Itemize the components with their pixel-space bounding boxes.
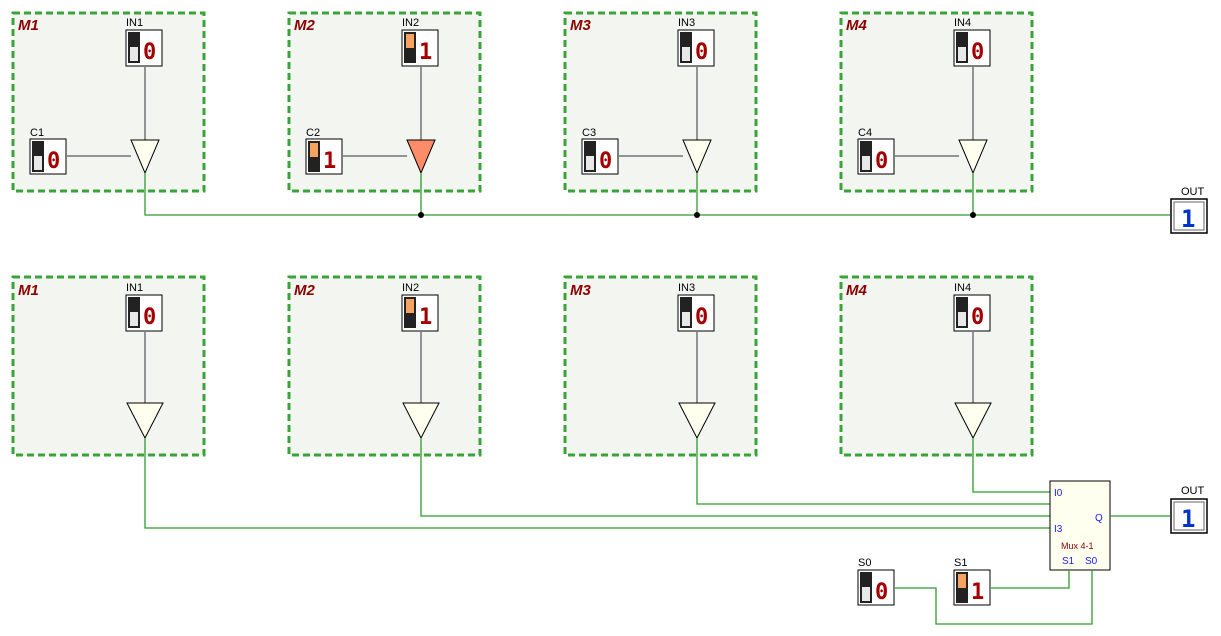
mux-input-wires — [144, 438, 1050, 529]
input-label: IN2 — [402, 17, 419, 29]
switch-value: 1 — [419, 305, 432, 330]
selector-switch-s0[interactable]: 0 — [857, 569, 895, 606]
switch-value: 0 — [599, 149, 612, 174]
mux-pin-s0: S0 — [1085, 556, 1098, 567]
control-switch-c3[interactable]: 0 — [581, 138, 619, 175]
tristate-buffer-active — [406, 139, 436, 175]
bus-wire — [144, 173, 1170, 216]
switch-value: 1 — [971, 580, 984, 605]
tristate-buffer — [130, 139, 160, 175]
module-title: M3 — [570, 17, 591, 34]
input-label: IN4 — [954, 17, 971, 29]
module-title: M1 — [18, 17, 39, 34]
output-value: 1 — [1181, 205, 1195, 233]
mux-pin-i0: I0 — [1054, 488, 1063, 499]
tristate-buffer — [682, 139, 712, 175]
wire-i1 — [696, 438, 1050, 505]
junction-dot — [970, 212, 976, 218]
top-module-m2: M2 IN2 1 C2 1 — [287, 11, 482, 193]
wire-i2 — [420, 438, 1050, 517]
selector-label-s1: S1 — [954, 557, 967, 569]
top-bus — [144, 173, 1170, 218]
module-title: M2 — [294, 17, 315, 34]
mux-4-1[interactable]: I0 I3 Q Mux 4-1 S1 S0 — [1049, 480, 1111, 571]
switch-value: 0 — [971, 305, 984, 330]
control-switch-c2[interactable]: 1 — [305, 138, 343, 175]
wire-i0 — [972, 438, 1050, 493]
buffer — [954, 402, 992, 440]
input-switch-in2[interactable]: 1 — [401, 294, 439, 332]
module-title: M4 — [846, 282, 867, 299]
bottom-module-m4: M4 IN4 0 — [839, 275, 1034, 457]
mux-pin-s1: S1 — [1062, 556, 1075, 567]
control-switch-c1[interactable]: 0 — [29, 138, 67, 175]
junction-dot — [418, 212, 424, 218]
top-module-m1: M1 IN1 0 C1 0 — [11, 11, 206, 193]
input-label: IN3 — [678, 282, 695, 294]
buffer — [402, 402, 440, 440]
top-module-m3: M3 IN3 0 C3 0 — [563, 11, 758, 193]
module-frame — [563, 275, 758, 457]
module-title: M4 — [846, 17, 867, 34]
module-title: M3 — [570, 282, 591, 299]
bottom-module-m2: M2 IN2 1 — [287, 275, 482, 457]
input-label: IN2 — [402, 282, 419, 294]
switch-value: 0 — [695, 40, 708, 65]
buffer — [126, 402, 164, 440]
switch-value: 0 — [875, 149, 888, 174]
switch-value: 0 — [143, 40, 156, 65]
wire-i3 — [144, 438, 1050, 529]
mux-title: Mux 4-1 — [1061, 541, 1094, 551]
top-module-m4: M4 IN4 0 C4 0 — [839, 11, 1034, 193]
switch-value: 0 — [875, 580, 888, 605]
mux-pin-q: Q — [1095, 513, 1103, 524]
output-value: 1 — [1181, 505, 1195, 533]
top-circuit: M1 IN1 0 C1 0 M2 IN2 — [11, 11, 1208, 234]
input-switch-in3[interactable]: 0 — [677, 294, 715, 332]
switch-value: 0 — [143, 305, 156, 330]
input-switch-in3[interactable]: 0 — [677, 29, 715, 67]
module-frame — [11, 275, 206, 457]
wire-s0 — [895, 570, 1093, 625]
module-title: M2 — [294, 282, 315, 299]
switch-value: 1 — [419, 40, 432, 65]
input-label: IN4 — [954, 282, 971, 294]
output-label: OUT — [1181, 485, 1205, 497]
bottom-circuit: M1 IN1 0 M2 IN2 1 — [11, 275, 1208, 625]
module-title: M1 — [18, 282, 39, 299]
output-display-bottom: 1 — [1170, 498, 1208, 534]
input-switch-in4[interactable]: 0 — [953, 29, 991, 67]
control-label: C2 — [306, 127, 320, 139]
switch-value: 1 — [323, 149, 336, 174]
input-switch-in4[interactable]: 0 — [953, 294, 991, 332]
control-label: C3 — [582, 127, 596, 139]
bottom-module-m3: M3 IN3 0 — [563, 275, 758, 457]
input-switch-in2[interactable]: 1 — [401, 29, 439, 67]
switch-value: 0 — [971, 40, 984, 65]
output-display-top: 1 — [1170, 198, 1208, 234]
selector-switch-s1[interactable]: 1 — [953, 569, 991, 606]
wire-s1 — [991, 570, 1070, 589]
bottom-module-m1: M1 IN1 0 — [11, 275, 206, 457]
tristate-buffer — [958, 139, 988, 175]
module-frame — [287, 275, 482, 457]
mux-pin-i3: I3 — [1054, 524, 1063, 535]
control-switch-c4[interactable]: 0 — [857, 138, 895, 175]
switch-value: 0 — [695, 305, 708, 330]
buffer — [678, 402, 716, 440]
module-frame — [839, 275, 1034, 457]
switch-value: 0 — [47, 149, 60, 174]
output-label: OUT — [1181, 186, 1205, 198]
input-switch-in1[interactable]: 0 — [125, 294, 163, 332]
selector-label-s0: S0 — [858, 557, 871, 569]
input-label: IN1 — [126, 17, 143, 29]
input-switch-in1[interactable]: 0 — [125, 29, 163, 67]
input-label: IN3 — [678, 17, 695, 29]
control-label: C1 — [30, 127, 44, 139]
junction-dot — [694, 212, 700, 218]
input-label: IN1 — [126, 282, 143, 294]
control-label: C4 — [858, 127, 872, 139]
